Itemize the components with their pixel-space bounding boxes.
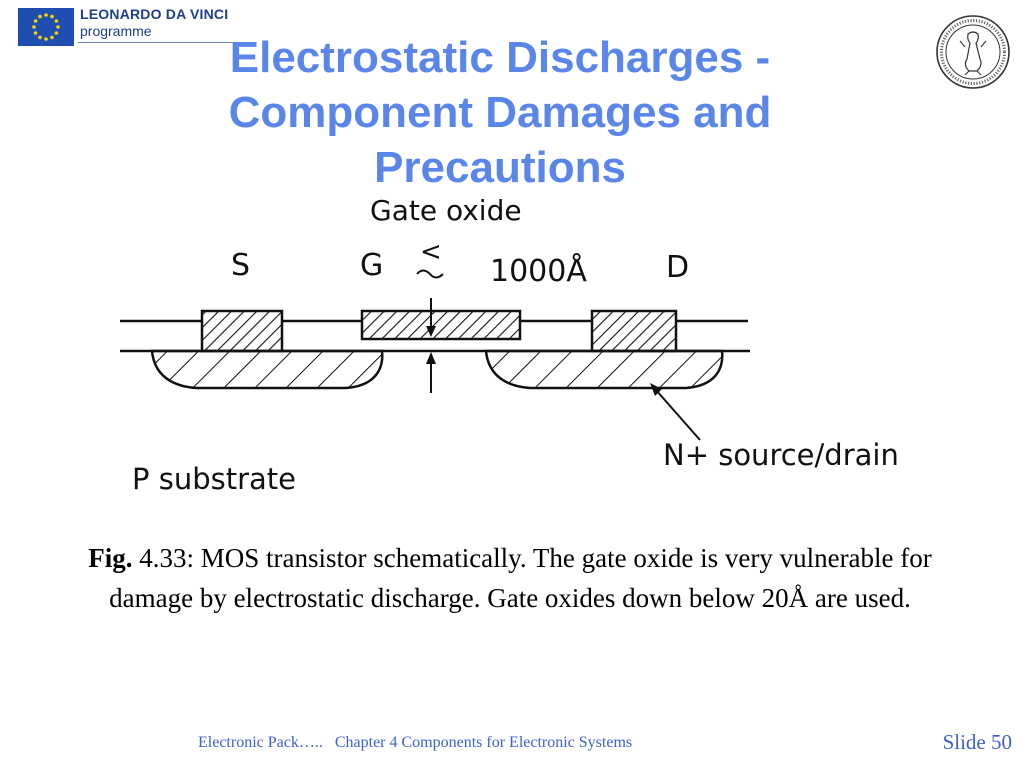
approx-tilde: [416, 269, 444, 279]
footer-chapter: Chapter 4 Components for Electronic Syst…: [334, 734, 633, 751]
slide-title: Electrostatic Discharges - Component Dam…: [228, 33, 772, 190]
thickness-arrowhead-bottom: [426, 352, 436, 364]
caption-fig-label: Fig.: [88, 543, 133, 573]
logo-rule: [78, 42, 234, 43]
programme-logo: LEONARDO DA VINCI programme: [80, 6, 228, 40]
university-seal-logo: [936, 15, 1010, 89]
title-container: Electrostatic Discharges - Component Dam…: [120, 30, 880, 190]
source-contact: [200, 309, 284, 353]
footer-course: Electronic Pack…..: [198, 734, 323, 751]
label-drain: D: [666, 250, 689, 285]
n-plus-leader-arrowhead: [650, 383, 662, 396]
eu-flag-logo: [18, 8, 74, 46]
slide-number: Slide 50: [942, 730, 1012, 754]
label-n-source-drain: N+ source/drain: [663, 438, 899, 472]
figure-caption: Fig. 4.33: MOS transistor schematically.…: [60, 538, 960, 618]
gate-electrode: [360, 309, 522, 341]
caption-text: 4.33: MOS transistor schematically. The …: [109, 543, 932, 613]
logo-line-1: LEONARDO DA VINCI: [80, 6, 229, 22]
n-plus-drain-region: [484, 349, 724, 390]
footer: Electronic Pack….. Chapter 4 Components f…: [198, 734, 632, 752]
label-gate-oxide: Gate oxide: [370, 194, 522, 227]
drain-contact: [590, 309, 678, 353]
logo-line-2: programme: [80, 23, 152, 39]
label-thickness: 1000Å: [490, 253, 587, 289]
label-p-substrate: P substrate: [132, 462, 296, 496]
n-plus-leader-line: [655, 389, 701, 441]
n-plus-source-region: [150, 349, 384, 390]
label-approx-symbol: <: [420, 237, 442, 267]
mos-transistor-diagram: Gate oxide S G < 1000Å D N+ source/drain…: [110, 190, 940, 510]
label-gate: G: [360, 248, 383, 283]
label-source: S: [231, 248, 250, 283]
thickness-arrowhead-top: [426, 326, 436, 337]
